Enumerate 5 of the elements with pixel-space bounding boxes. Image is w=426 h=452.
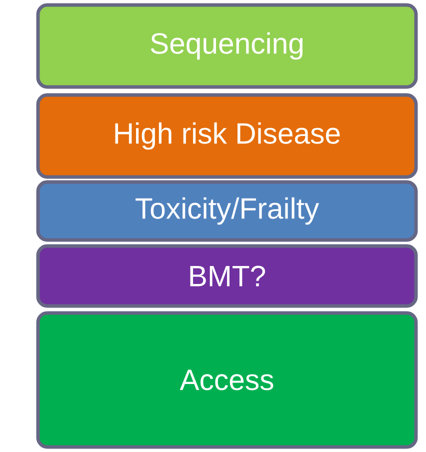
stack-box: Sequencing: [36, 3, 418, 89]
stack-box: High risk Disease: [36, 93, 418, 179]
stack-box: Toxicity/Frailty: [36, 180, 418, 242]
stack-box: Access: [36, 311, 418, 449]
stack-box: BMT?: [36, 244, 418, 308]
